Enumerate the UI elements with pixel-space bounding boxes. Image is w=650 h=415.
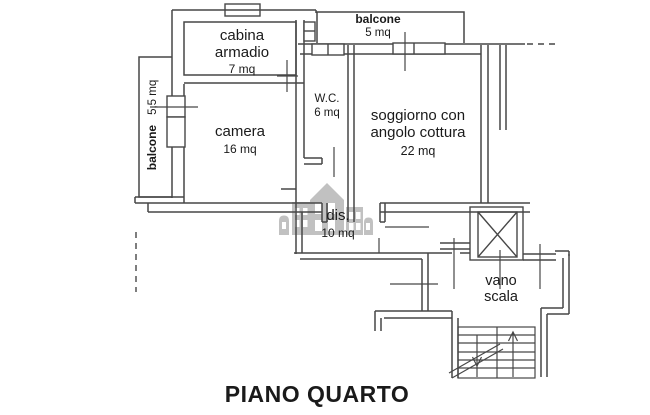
room-area: 22 mq <box>400 144 436 158</box>
room-label-camera: camera 16 mq <box>214 123 266 157</box>
room-name: vano <box>485 273 517 289</box>
room-label-balcone-left: balcone 5,5 mq <box>145 80 159 171</box>
room-label-balcone-top: balcone 5 mq <box>355 12 401 40</box>
room-label-wc: W.C. 6 mq <box>314 93 340 121</box>
stairs-down-arrow <box>471 356 483 368</box>
elevator-shaft <box>469 206 524 261</box>
walls <box>134 9 570 378</box>
stairs-up-arrow <box>507 330 519 377</box>
room-area: 16 mq <box>223 141 257 156</box>
room-name: angolo cottura <box>370 123 466 141</box>
dashed-boundary-lines <box>135 43 560 292</box>
room-area: 5 mq <box>365 26 391 39</box>
room-label-cabina-armadio: cabina armadio 7 mq <box>214 27 270 78</box>
room-area: 6 mq <box>314 106 340 119</box>
room-name: armadio <box>214 43 270 61</box>
room-area: 5,5 mq <box>147 79 159 115</box>
room-name: camera <box>214 123 266 140</box>
room-area: 10 mq <box>321 225 355 240</box>
room-name: balcone <box>355 12 401 26</box>
room-name: dis. <box>326 207 350 224</box>
room-name: cabina <box>219 27 265 44</box>
room-name: balcone <box>145 124 159 171</box>
room-name: W.C. <box>314 93 340 105</box>
room-label-dis: dis. 10 mq <box>321 207 355 241</box>
floor-title: PIANO QUARTO <box>224 381 410 407</box>
room-name: soggiorno con <box>370 107 466 124</box>
room-area: 7 mq <box>228 62 256 76</box>
room-label-vano-scala: vano scala <box>484 273 518 306</box>
window-symbols <box>166 3 446 148</box>
staircase <box>448 326 536 379</box>
room-name: scala <box>484 288 518 305</box>
stairs-cut-line <box>448 343 504 379</box>
room-label-soggiorno: soggiorno con angolo cottura 22 mq <box>370 107 466 159</box>
door-ticks <box>150 32 541 289</box>
